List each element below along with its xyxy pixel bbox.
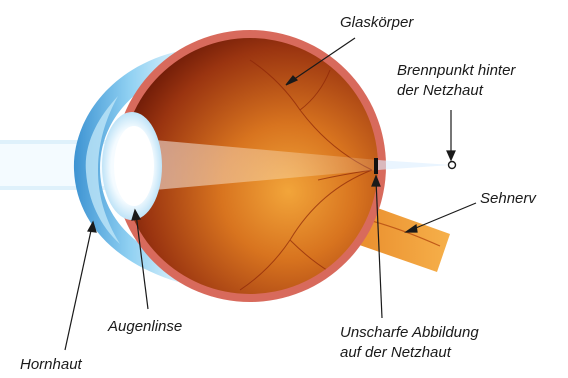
label-cornea: Hornhaut (20, 356, 82, 374)
label-blurred-image-line2: auf der Netzhaut (340, 344, 451, 362)
lens-core (114, 126, 154, 206)
blurred-image-mark (374, 158, 378, 174)
light-beam-rear (378, 160, 452, 170)
label-blurred-image-line1: Unscharfe Abbildung (340, 324, 479, 342)
label-vitreous: Glaskörper (340, 14, 413, 32)
label-optic-nerve: Sehnerv (480, 190, 536, 208)
label-lens: Augenlinse (108, 318, 182, 336)
focal-point (449, 162, 456, 169)
label-focal-point-line1: Brennpunkt hinter (397, 62, 515, 80)
label-focal-point-line2: der Netzhaut (397, 82, 483, 100)
